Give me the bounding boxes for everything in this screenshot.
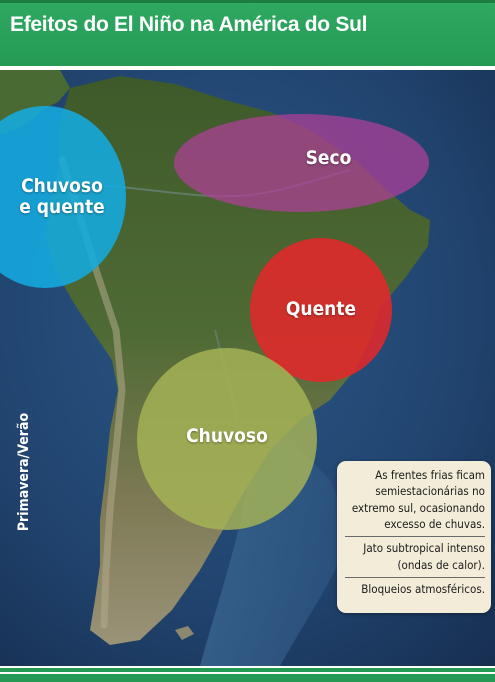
page-title: Efeitos do El Niño na América do Sul bbox=[10, 13, 368, 36]
zone-label: Seco bbox=[305, 147, 352, 170]
zone-chuvoso: Chuvoso bbox=[137, 348, 317, 530]
header-divider bbox=[0, 66, 495, 70]
header-bar: Efeitos do El Niño na América do Sul bbox=[0, 0, 495, 66]
zone-label: Chuvoso bbox=[186, 425, 268, 448]
zone-chuvoso-e-quente: Chuvoso e quente bbox=[0, 106, 126, 288]
legend-item: As frentes frias ficam semiestacionárias… bbox=[351, 468, 485, 531]
legend-item: Jato subtropical intenso (ondas de calor… bbox=[345, 536, 485, 577]
zone-label: Chuvoso e quente bbox=[19, 174, 105, 218]
falkland-islands bbox=[175, 626, 194, 640]
zone-quente: Quente bbox=[250, 238, 392, 382]
zone-seco: Seco bbox=[174, 114, 429, 212]
zone-label: Quente bbox=[285, 298, 357, 321]
legend-item: Bloqueios atmosféricos. bbox=[345, 576, 485, 601]
legend-box: As frentes frias ficam semiestacionárias… bbox=[337, 461, 491, 613]
season-label: Primavera/Verão bbox=[16, 412, 32, 532]
footer-bar bbox=[0, 668, 495, 682]
